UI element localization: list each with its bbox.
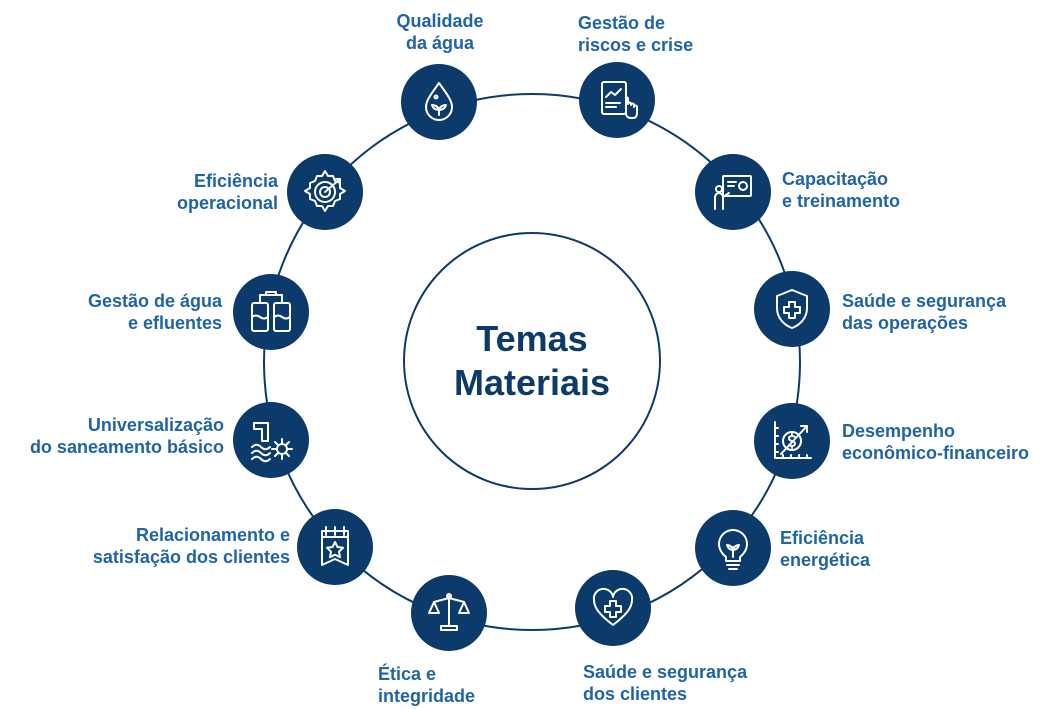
topic-label: Desempenho econômico-financeiro	[842, 421, 1030, 463]
topic-label: Eficiência energética	[780, 528, 871, 570]
water-drop-leaf-icon	[401, 64, 477, 140]
topic-label: Saúde e segurança dos clientes	[583, 662, 748, 704]
topic-label: Gestão de água e efluentes	[87, 291, 222, 333]
water-tanks-icon	[233, 274, 309, 350]
risk-report-chart-icon	[579, 62, 655, 138]
heart-cross-icon	[575, 570, 651, 646]
topic-label: Ética e integridade	[378, 664, 476, 706]
shield-cross-icon	[754, 271, 830, 347]
topic-label: Relacionamento e satisfação dos clientes	[92, 525, 290, 567]
dollar-growth-chart-icon	[754, 403, 830, 479]
center-title: Temas Materiais	[453, 318, 611, 403]
topic-label: Capacitação e treinamento	[782, 169, 901, 211]
lightbulb-leaf-icon	[695, 510, 771, 586]
topic-label: Gestão de riscos e crise	[578, 13, 694, 55]
center-circle: Temas Materiais	[403, 232, 661, 490]
topic-label: Saúde e segurança das operações	[842, 291, 1007, 333]
presenter-board-icon	[695, 154, 771, 230]
topic-label: Qualidade da água	[396, 11, 484, 53]
balance-scale-icon	[411, 575, 487, 651]
topic-label: Eficiência operacional	[176, 171, 278, 213]
calendar-star-icon	[297, 509, 373, 585]
water-pipe-gear-icon	[233, 402, 309, 478]
topic-label: Universalização do saneamento básico	[29, 415, 224, 457]
gear-target-icon	[287, 154, 363, 230]
